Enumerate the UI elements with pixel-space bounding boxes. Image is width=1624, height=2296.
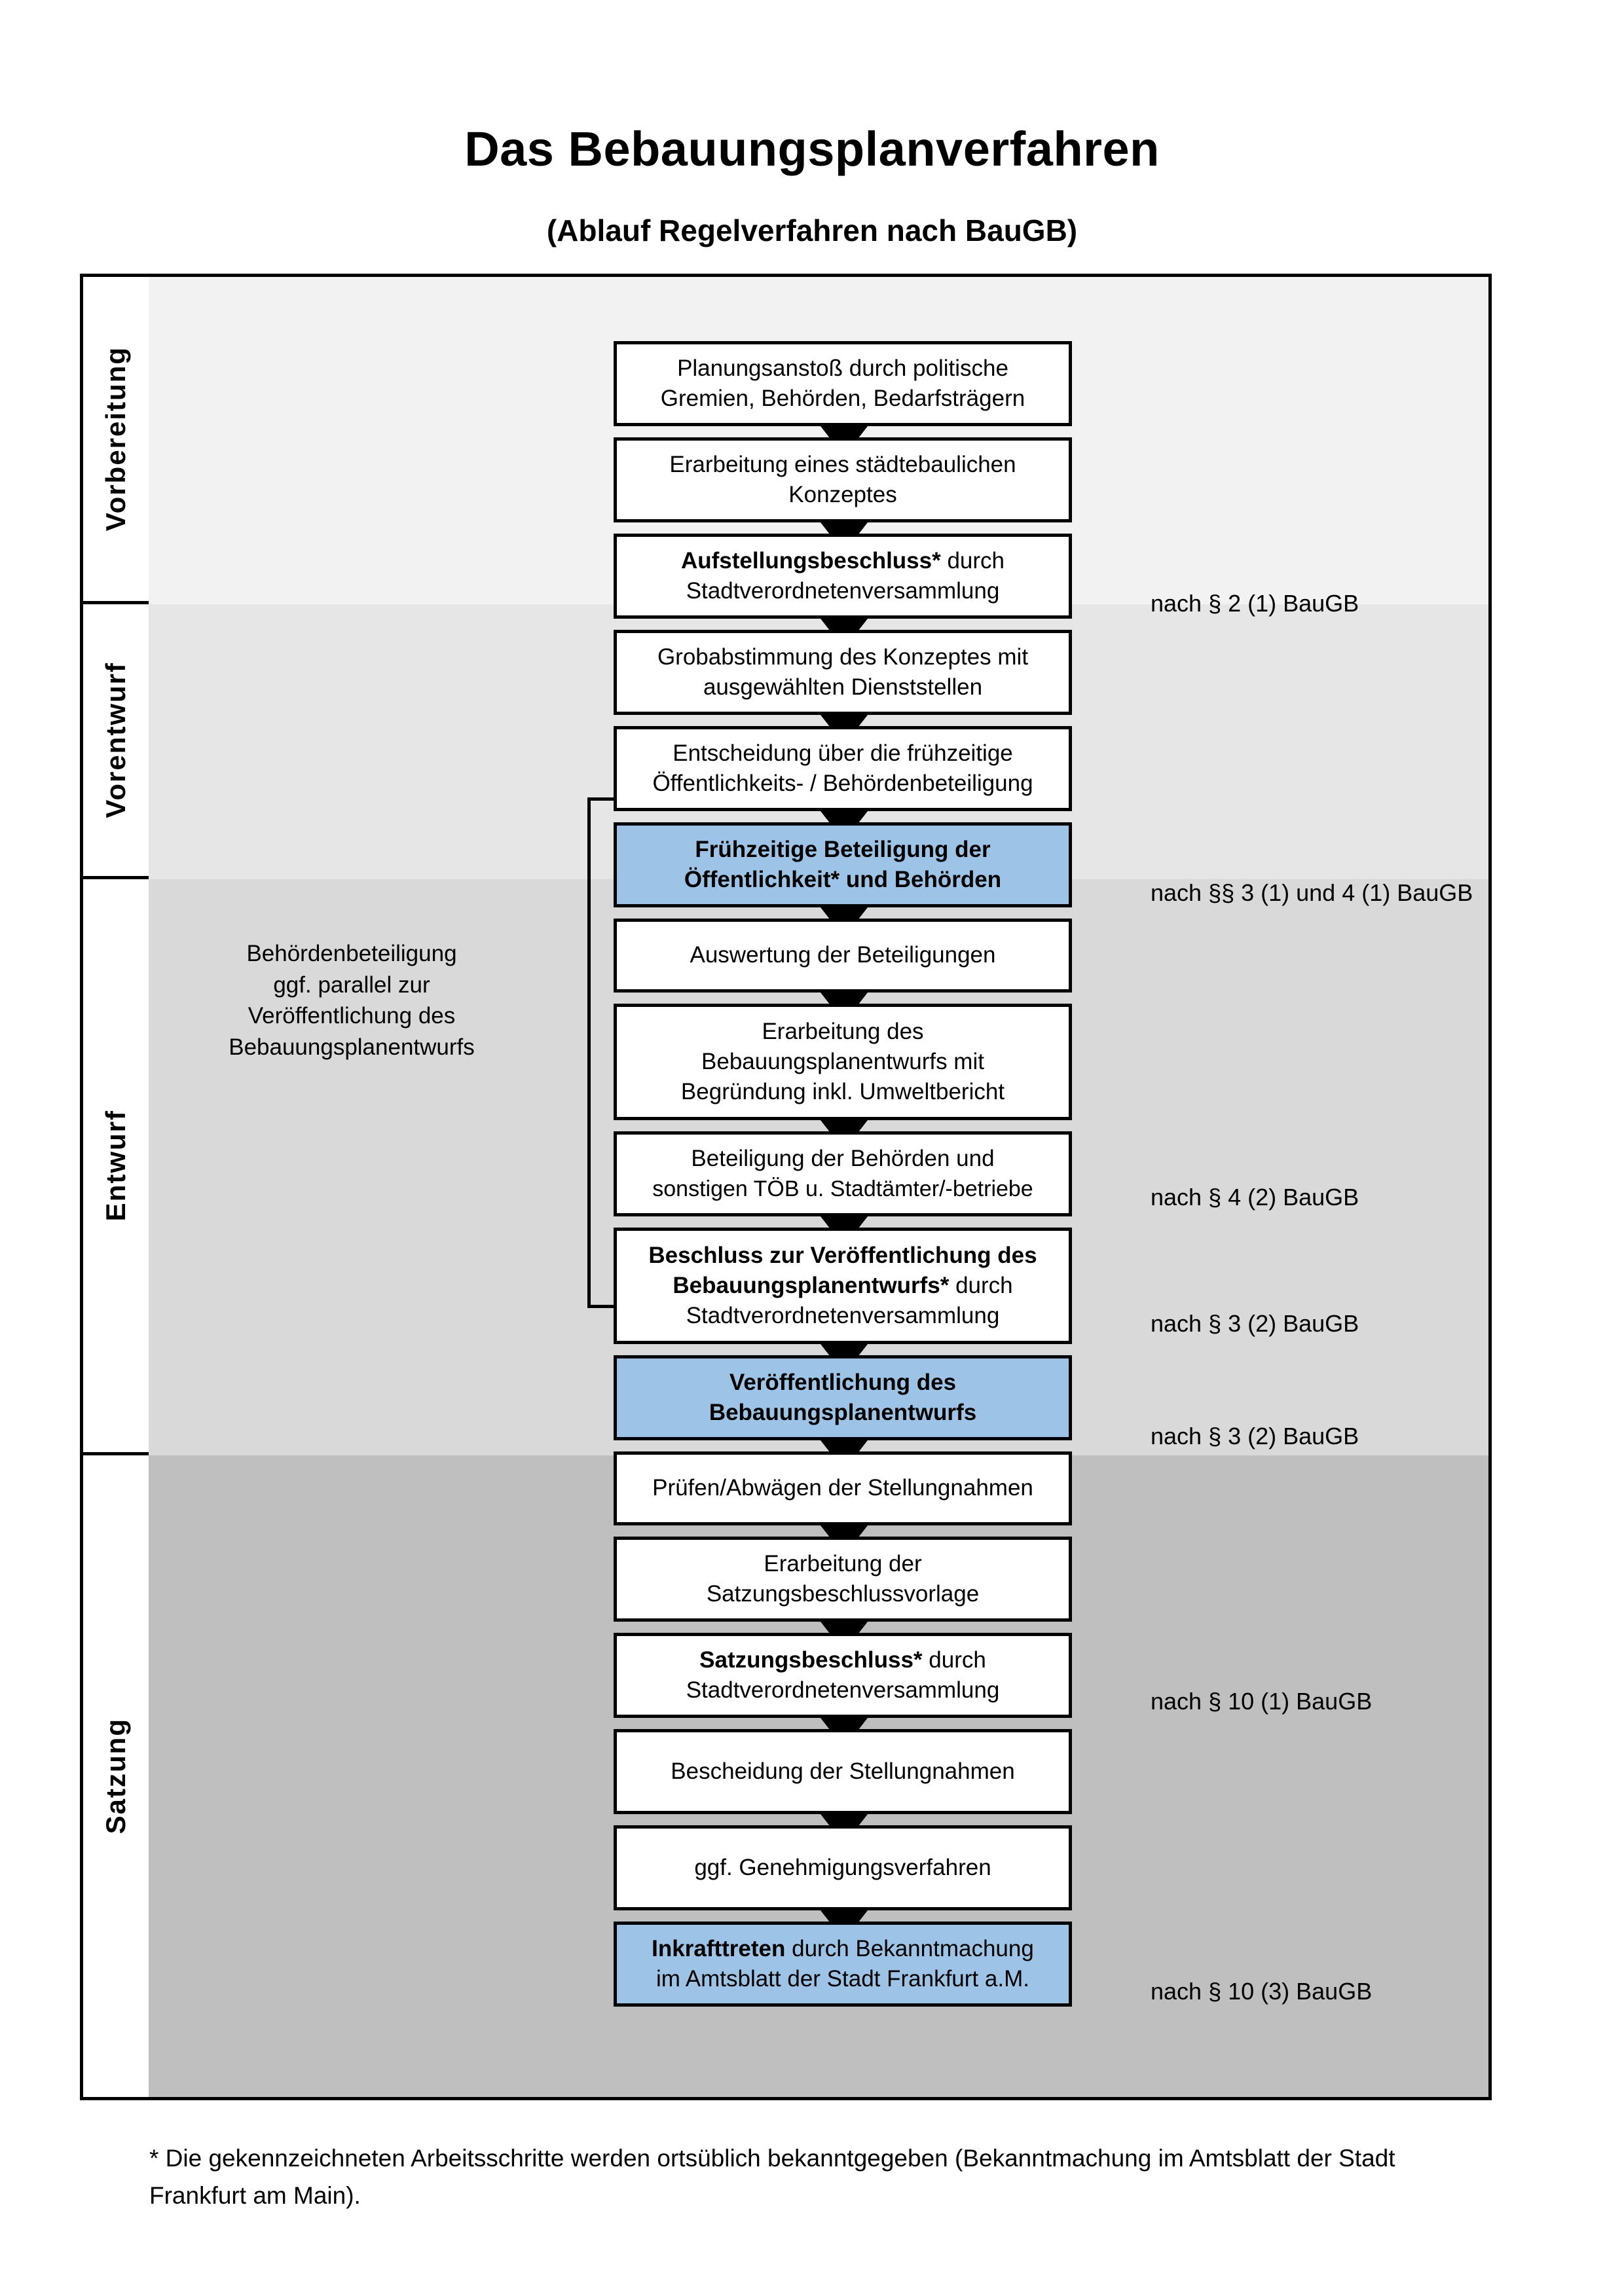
step-box-genehmigungsverfahren[interactable]: ggf. Genehmigungsverfahren bbox=[614, 1825, 1072, 1910]
step-line: Aufstellungsbeschluss* durch bbox=[681, 546, 1005, 576]
step-line: Bebauungsplanentwurfs bbox=[709, 1400, 977, 1425]
annot-beteiligung-behoerden: nach § 4 (2) BauGB bbox=[1151, 1184, 1359, 1211]
step-line: Inkrafttreten durch Bekanntmachung bbox=[652, 1934, 1034, 1964]
step-line: Satzungsbeschlussvorlage bbox=[706, 1581, 980, 1607]
phase-label-entwurf: Entwurf bbox=[83, 879, 149, 1455]
annot-aufstellungsbeschluss: nach § 2 (1) BauGB bbox=[1151, 590, 1359, 617]
step-box-bescheidung[interactable]: Bescheidung der Stellungnahmen bbox=[614, 1729, 1072, 1814]
step-line: Erarbeitung eines städtebaulichen bbox=[669, 451, 1016, 477]
step-box-beteiligung-behoerden[interactable]: Beteiligung der Behörden und sonstigen T… bbox=[614, 1131, 1072, 1216]
annot-fruehzeitige-beteiligung: nach §§ 3 (1) und 4 (1) BauGB bbox=[1151, 879, 1473, 906]
step-line: Bebauungsplanentwurfs* durch bbox=[673, 1271, 1012, 1301]
step-line: Beteiligung der Behörden und bbox=[691, 1146, 995, 1172]
step-line-rest: durch bbox=[922, 1647, 986, 1673]
footnote-text: * Die gekennzeichneten Arbeitsschritte w… bbox=[149, 2145, 1395, 2210]
step-line: Grobabstimmung des Konzeptes mit bbox=[657, 644, 1029, 670]
sidenote-line: Bebauungsplanentwurfs bbox=[229, 1034, 475, 1060]
phase-label-text: Vorentwurf bbox=[100, 662, 131, 818]
annot-inkrafttreten: nach § 10 (3) BauGB bbox=[1151, 1978, 1373, 2005]
phase-label-satzung: Satzung bbox=[83, 1455, 149, 2097]
step-line: Öffentlichkeit* und Behörden bbox=[684, 867, 1002, 892]
step-line: Konzeptes bbox=[788, 482, 897, 507]
step-line-rest: durch bbox=[940, 547, 1005, 574]
step-line: im Amtsblatt der Stadt Frankfurt a.M. bbox=[656, 1966, 1029, 1992]
sidenote-line: ggf. parallel zur bbox=[273, 972, 430, 998]
step-line: Bescheidung der Stellungnahmen bbox=[671, 1758, 1015, 1784]
step-box-auswertung[interactable]: Auswertung der Beteiligungen bbox=[614, 919, 1072, 993]
step-line: Stadtverordnetenversammlung bbox=[686, 1677, 1000, 1703]
step-box-veroeffentlichung[interactable]: Veröffentlichung des Bebauungsplanentwur… bbox=[614, 1355, 1072, 1440]
step-line: Bebauungsplanentwurfs mit bbox=[701, 1048, 984, 1074]
annot-satzungsbeschluss: nach § 10 (1) BauGB bbox=[1151, 1688, 1373, 1715]
step-line: Öffentlichkeits- / Behördenbeteiligung bbox=[652, 771, 1033, 796]
step-line: Veröffentlichung des bbox=[729, 1369, 957, 1395]
step-box-konzept[interactable]: Erarbeitung eines städtebaulichen Konzep… bbox=[614, 437, 1072, 522]
step-box-entscheidung-fruehzeitig[interactable]: Entscheidung über die frühzeitige Öffent… bbox=[614, 726, 1072, 811]
step-line-bold: Inkrafttreten bbox=[652, 1935, 786, 1961]
phase-label-vorentwurf: Vorentwurf bbox=[83, 604, 149, 879]
step-line: Erarbeitung des bbox=[762, 1018, 924, 1044]
phase-label-text: Entwurf bbox=[100, 1110, 131, 1222]
annot-beschluss-veroeffentlichung: nach § 3 (2) BauGB bbox=[1151, 1310, 1359, 1337]
phase-label-vorbereitung: Vorbereitung bbox=[83, 277, 149, 604]
step-box-planungsanstoss[interactable]: Planungsanstoß durch politische Gremien,… bbox=[614, 341, 1072, 426]
step-line-rest: durch Bekanntmachung bbox=[785, 1935, 1034, 1961]
step-box-pruefen-abwaegen[interactable]: Prüfen/Abwägen der Stellungnahmen bbox=[614, 1451, 1072, 1525]
step-box-beschluss-veroeffentlichung[interactable]: Beschluss zur Veröffentlichung des Bebau… bbox=[614, 1228, 1072, 1344]
flowchart-frame: Vorbereitung Vorentwurf Entwurf Satzung bbox=[80, 274, 1492, 2100]
step-line: Satzungsbeschluss* durch bbox=[699, 1645, 986, 1675]
step-box-satzungsbeschlussvorlage[interactable]: Erarbeitung der Satzungsbeschlussvorlage bbox=[614, 1537, 1072, 1622]
step-line: Planungsanstoß durch politische bbox=[677, 355, 1008, 381]
page-title: Das Bebauungsplanverfahren bbox=[464, 122, 1160, 176]
sidenote-line: Veröffentlichung des bbox=[248, 1003, 456, 1029]
step-line: Gremien, Behörden, Bedarfsträgern bbox=[660, 386, 1025, 411]
phase-label-text: Satzung bbox=[100, 1718, 131, 1834]
step-line: Erarbeitung der bbox=[764, 1550, 922, 1576]
step-line: Stadtverordnetenversammlung bbox=[686, 1303, 1000, 1329]
step-line-bold: Bebauungsplanentwurfs* bbox=[673, 1272, 950, 1298]
step-line: ggf. Genehmigungsverfahren bbox=[694, 1854, 991, 1880]
annot-veroeffentlichung: nach § 3 (2) BauGB bbox=[1151, 1423, 1359, 1449]
step-line: Stadtverordnetenversammlung bbox=[686, 578, 1000, 604]
step-box-satzungsbeschluss[interactable]: Satzungsbeschluss* durch Stadtverordnete… bbox=[614, 1633, 1072, 1718]
step-box-grobabstimmung[interactable]: Grobabstimmung des Konzeptes mit ausgewä… bbox=[614, 630, 1072, 715]
phase-label-text: Vorbereitung bbox=[100, 346, 131, 532]
step-line: Auswertung der Beteiligungen bbox=[690, 942, 996, 968]
step-line: Frühzeitige Beteiligung der bbox=[695, 836, 991, 862]
step-line: Begründung inkl. Umweltbericht bbox=[680, 1079, 1005, 1105]
step-line-rest: durch bbox=[949, 1272, 1013, 1298]
step-line: Prüfen/Abwägen der Stellungnahmen bbox=[652, 1475, 1033, 1501]
bracket-vertical-segment bbox=[587, 797, 591, 1308]
step-line: Beschluss zur Veröffentlichung des bbox=[648, 1242, 1037, 1268]
step-line-bold: Aufstellungsbeschluss* bbox=[680, 547, 941, 574]
sidenote-behoerdenbeteiligung: Behördenbeteiligung ggf. parallel zur Ve… bbox=[181, 938, 522, 1063]
step-box-fruehzeitige-beteiligung[interactable]: Frühzeitige Beteiligung der Öffentlichke… bbox=[614, 822, 1072, 907]
step-box-aufstellungsbeschluss[interactable]: Aufstellungsbeschluss* durch Stadtverord… bbox=[614, 534, 1072, 619]
step-line-bold: Satzungsbeschluss* bbox=[699, 1647, 923, 1673]
phase-label-column: Vorbereitung Vorentwurf Entwurf Satzung bbox=[83, 277, 149, 2097]
step-box-erarbeitung-entwurf[interactable]: Erarbeitung des Bebauungsplanentwurfs mi… bbox=[614, 1004, 1072, 1120]
sidenote-line: Behördenbeteiligung bbox=[246, 941, 457, 966]
step-line: ausgewählten Dienststellen bbox=[703, 674, 983, 700]
step-box-inkrafttreten[interactable]: Inkrafttreten durch Bekanntmachung im Am… bbox=[614, 1922, 1072, 2007]
step-line: Entscheidung über die frühzeitige bbox=[673, 740, 1013, 766]
page-subtitle: (Ablauf Regelverfahren nach BauGB) bbox=[546, 213, 1078, 247]
step-line: sonstigen TÖB u. Stadtämter/-betriebe bbox=[652, 1176, 1033, 1201]
